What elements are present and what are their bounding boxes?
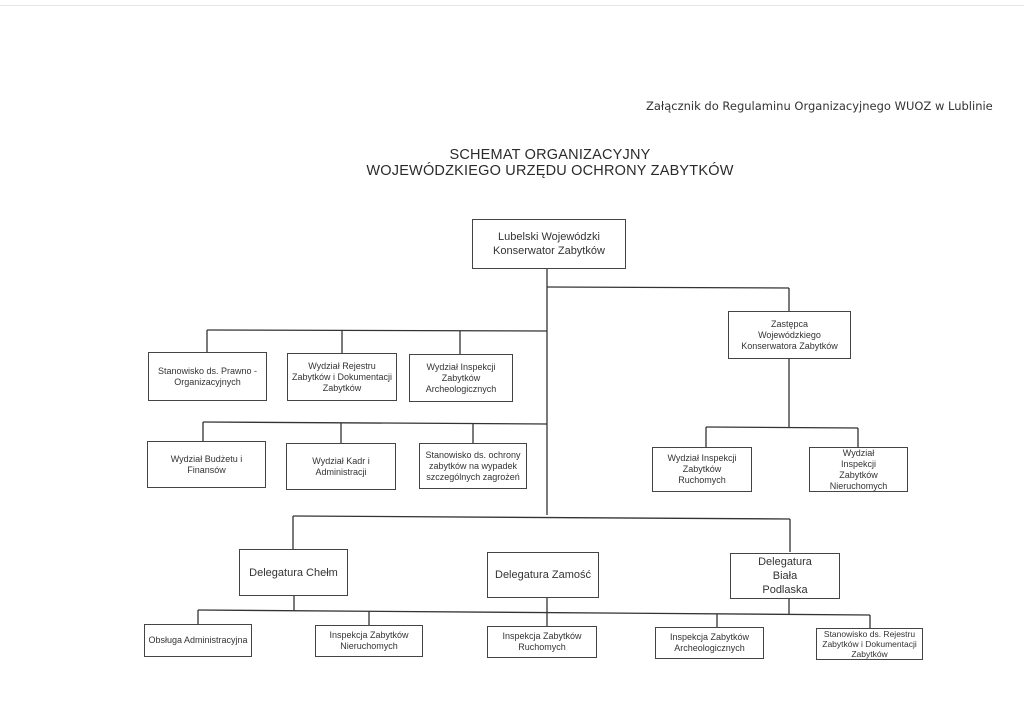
annex-note: Załącznik do Regulaminu Organizacyjnego … [646, 99, 993, 113]
connector [206, 329, 548, 332]
org-unit-delegation-chelm: Delegatura Chełm [239, 549, 348, 596]
org-unit-emergency-post: Stanowisko ds. ochrony zabytków na wypad… [419, 443, 527, 489]
chart-subtitle: WOJEWÓDZKIEGO URZĘDU OCHRONY ZABYTKÓW [366, 163, 734, 179]
org-unit-label: Stanowisko ds. Rejestru Zabytków i Dokum… [822, 629, 917, 659]
org-unit-deputy: Zastępca Wojewódzkiego Konserwatora Zaby… [728, 311, 851, 359]
connector [292, 515, 791, 520]
org-unit-label: Wydział Kadr i Administracji [312, 455, 370, 477]
org-unit-archaeology-inspection: Inspekcja Zabytków Archeologicznych [655, 627, 764, 659]
org-unit-hr-dept: Wydział Kadr i Administracji [286, 443, 396, 490]
connector [197, 609, 871, 616]
connector [546, 286, 790, 289]
org-unit-label: Delegatura Biała Podlaska [758, 556, 812, 596]
org-unit-register-dept: Wydział Rejestru Zabytków i Dokumentacji… [287, 353, 397, 401]
org-unit-label: Wydział Inspekcji Zabytków Nieruchomych [829, 447, 888, 491]
org-unit-label: Obsługa Administracyjna [148, 635, 248, 645]
org-unit-label: Delegatura Chełm [249, 566, 338, 579]
org-unit-archaeology-dept: Wydział Inspekcji Zabytków Archeologiczn… [409, 354, 513, 402]
org-unit-label: Lubelski Wojewódzki Konserwator Zabytków [493, 231, 605, 257]
org-unit-delegation-zamosc: Delegatura Zamość [487, 552, 599, 598]
org-unit-label: Inspekcja Zabytków Ruchomych [502, 631, 582, 652]
org-unit-delegation-biala-podlaska: Delegatura Biała Podlaska [730, 553, 840, 599]
org-unit-label: Inspekcja Zabytków Archeologicznych [669, 632, 750, 653]
org-unit-movable-dept: Wydział Inspekcji Zabytków Ruchomych [652, 447, 752, 492]
org-unit-administration-service: Obsługa Administracyjna [144, 624, 252, 657]
org-unit-label: Stanowisko ds. ochrony zabytków na wypad… [425, 449, 521, 482]
org-unit-label: Wydział Inspekcji Zabytków Archeologiczn… [425, 361, 497, 394]
org-unit-budget-dept: Wydział Budżetu i Finansów [147, 441, 266, 488]
org-unit-label: Wydział Inspekcji Zabytków Ruchomych [667, 453, 737, 485]
connector [705, 426, 859, 429]
org-unit-label: Zastępca Wojewódzkiego Konserwatora Zaby… [741, 318, 838, 351]
connector [202, 421, 548, 425]
org-unit-label: Delegatura Zamość [495, 569, 591, 581]
org-unit-immovable-dept: Wydział Inspekcji Zabytków Nieruchomych [809, 447, 908, 492]
scan-edge-line [0, 5, 1024, 6]
org-unit-label: Wydział Budżetu i Finansów [170, 453, 243, 475]
org-unit-label: Inspekcja Zabytków Nieruchomych [329, 630, 409, 651]
org-unit-movable-inspection: Inspekcja Zabytków Ruchomych [487, 626, 597, 658]
org-unit-register-post: Stanowisko ds. Rejestru Zabytków i Dokum… [816, 628, 923, 660]
org-unit-head: Lubelski Wojewódzki Konserwator Zabytków [472, 219, 626, 269]
org-unit-label: Stanowisko ds. Prawno - Organizacyjnych [157, 365, 258, 387]
org-unit-legal: Stanowisko ds. Prawno - Organizacyjnych [148, 352, 267, 401]
org-unit-label: Wydział Rejestru Zabytków i Dokumentacji… [291, 360, 393, 393]
chart-title: SCHEMAT ORGANIZACYJNY [449, 147, 651, 163]
org-unit-immovable-inspection: Inspekcja Zabytków Nieruchomych [315, 625, 423, 657]
